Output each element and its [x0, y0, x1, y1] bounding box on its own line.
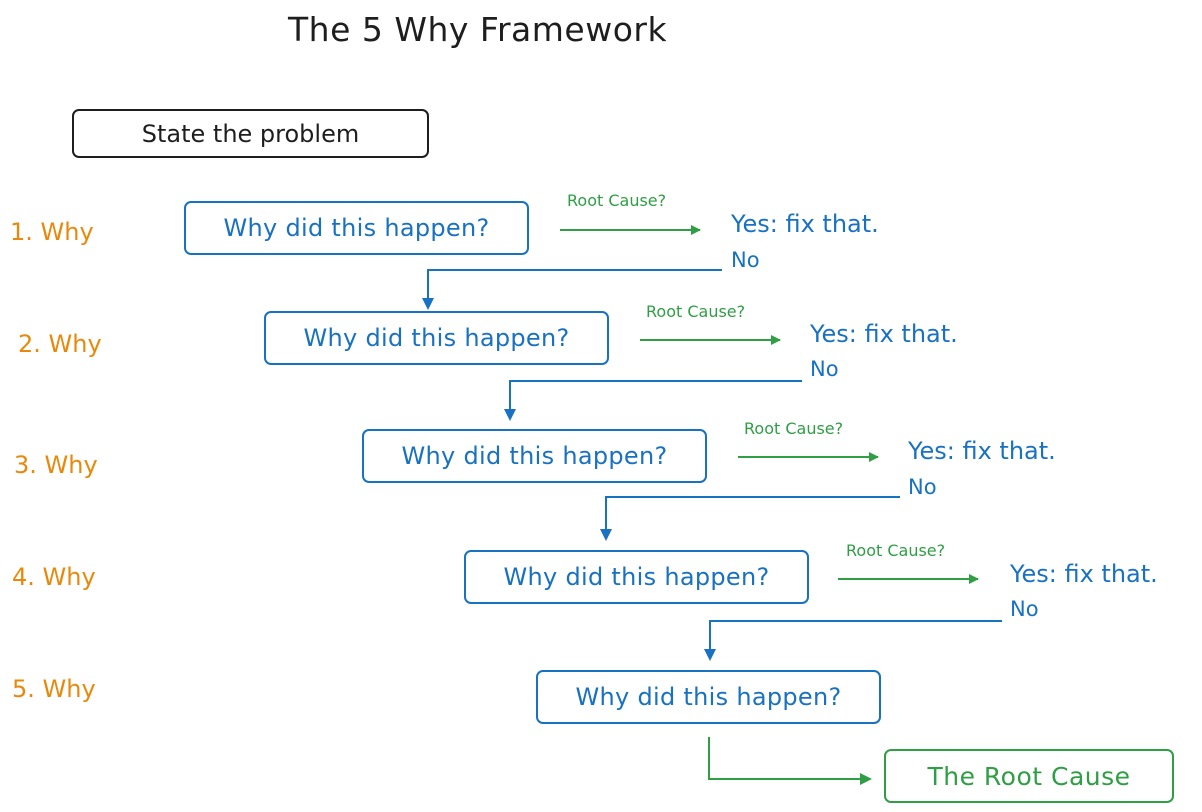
why-question-3: Why did this happen?	[401, 442, 668, 470]
no-arrowhead-2	[504, 409, 516, 421]
problem-box: State the problem	[72, 109, 429, 158]
yes-fix-4: Yes: fix that.	[1010, 560, 1158, 588]
diagram-title: The 5 Why Framework	[288, 10, 668, 49]
root-cause-question-1: Root Cause?	[567, 191, 667, 210]
root-cause-arrowhead	[860, 773, 872, 785]
root-cause-question-4: Root Cause?	[846, 541, 946, 560]
no-connector-4	[709, 620, 1002, 658]
why-label-3: 3. Why	[14, 451, 98, 479]
why-box-2: Why did this happen?	[264, 311, 609, 365]
why-question-2: Why did this happen?	[303, 324, 570, 352]
why-box-4: Why did this happen?	[464, 550, 809, 604]
no-label-3: No	[908, 475, 937, 499]
why-label-2: 2. Why	[18, 330, 102, 358]
root-cause-question-3: Root Cause?	[744, 419, 844, 438]
no-label-1: No	[731, 248, 760, 272]
why-question-4: Why did this happen?	[503, 563, 770, 591]
problem-text: State the problem	[141, 119, 360, 148]
root-cause-box: The Root Cause	[884, 749, 1174, 803]
yes-fix-1: Yes: fix that.	[731, 210, 879, 238]
why-question-5: Why did this happen?	[575, 683, 842, 711]
no-connector-3	[605, 496, 900, 538]
why-box-1: Why did this happen?	[184, 201, 529, 255]
no-label-4: No	[1010, 597, 1039, 621]
why-label-1: 1. Why	[10, 218, 94, 246]
no-connector-1	[427, 269, 722, 308]
yes-fix-2: Yes: fix that.	[810, 320, 958, 348]
no-connector-2	[509, 380, 802, 418]
why-label-5: 5. Why	[12, 675, 96, 703]
no-arrowhead-1	[422, 298, 434, 310]
root-cause-text: The Root Cause	[927, 761, 1131, 791]
why-label-4: 4. Why	[12, 563, 96, 591]
why-box-3: Why did this happen?	[362, 429, 707, 483]
no-arrowhead-3	[600, 529, 612, 541]
root-cause-connector	[708, 737, 870, 780]
yes-fix-3: Yes: fix that.	[908, 437, 1056, 465]
no-label-2: No	[810, 357, 839, 381]
why-question-1: Why did this happen?	[223, 214, 490, 242]
why-box-5: Why did this happen?	[536, 670, 881, 724]
root-cause-question-2: Root Cause?	[646, 302, 746, 321]
no-arrowhead-4	[704, 649, 716, 661]
